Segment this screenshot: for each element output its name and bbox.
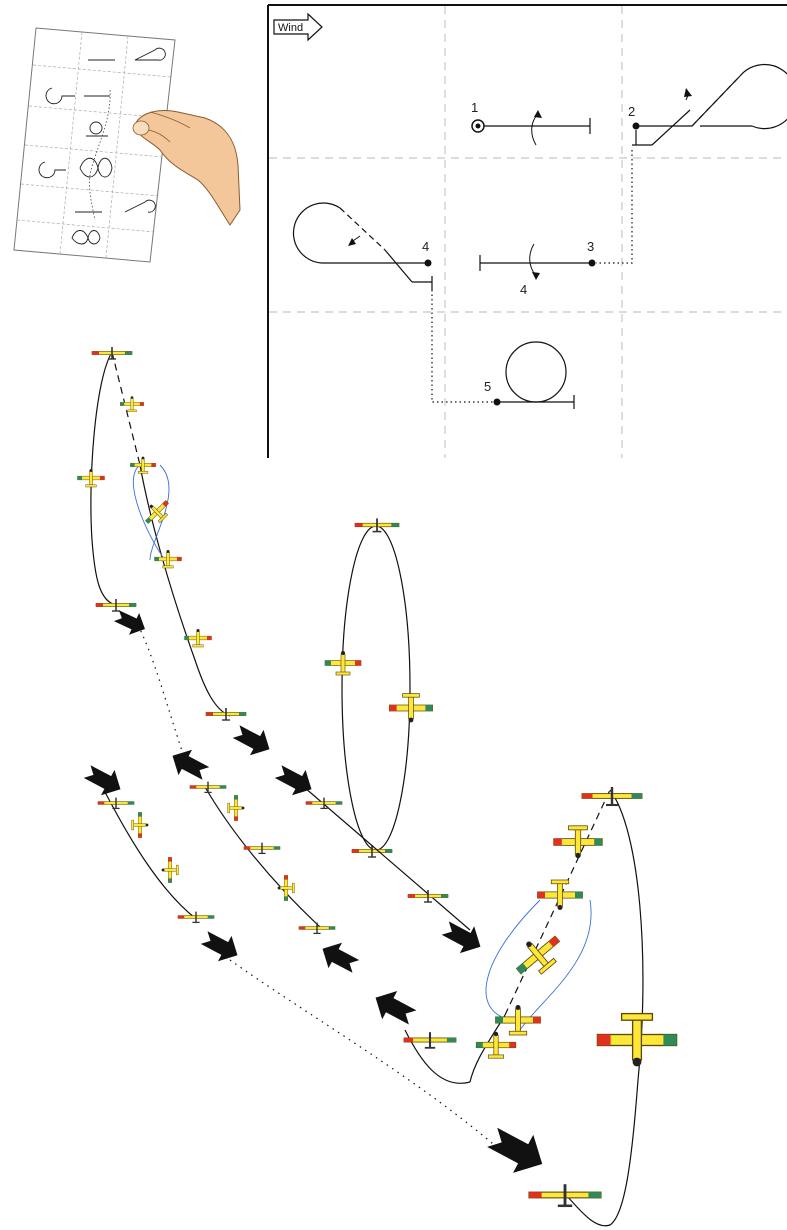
maneuver-5-loop: 5 — [484, 342, 574, 409]
maneuver-1-roll: 1 — [471, 100, 590, 145]
connector-dots-b — [230, 960, 500, 1150]
label-2: 2 — [628, 104, 635, 119]
half-cuban-path — [78, 347, 247, 720]
card-illustration — [14, 28, 240, 262]
maneuver-4-half-cuban: 4 — [293, 203, 432, 290]
wind-label: Wind — [278, 22, 303, 34]
connector-2-3 — [596, 150, 632, 263]
maneuver-schematic: Wind 1 2 — [268, 5, 787, 458]
flight-illustration — [78, 347, 677, 1226]
roll-path-left — [98, 792, 214, 922]
label-4: 4 — [422, 239, 429, 254]
connector-dots-a — [138, 625, 185, 760]
shadow-arrows — [80, 605, 552, 1183]
wind-indicator: Wind — [274, 14, 322, 40]
maneuver-3-roll: 3 4 — [480, 239, 596, 297]
roll-path-center — [290, 775, 470, 930]
loop-path — [325, 518, 433, 857]
label-4-rotations: 4 — [520, 282, 527, 297]
label-3: 3 — [587, 239, 594, 254]
maneuver-2-half-cuban: 2 — [628, 65, 787, 145]
label-1: 1 — [471, 100, 478, 115]
label-5: 5 — [484, 379, 491, 394]
